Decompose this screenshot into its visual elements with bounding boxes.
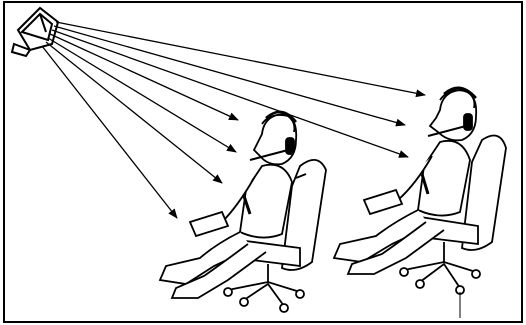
illustration-canvas <box>0 0 526 325</box>
illustration-frame <box>0 0 526 325</box>
